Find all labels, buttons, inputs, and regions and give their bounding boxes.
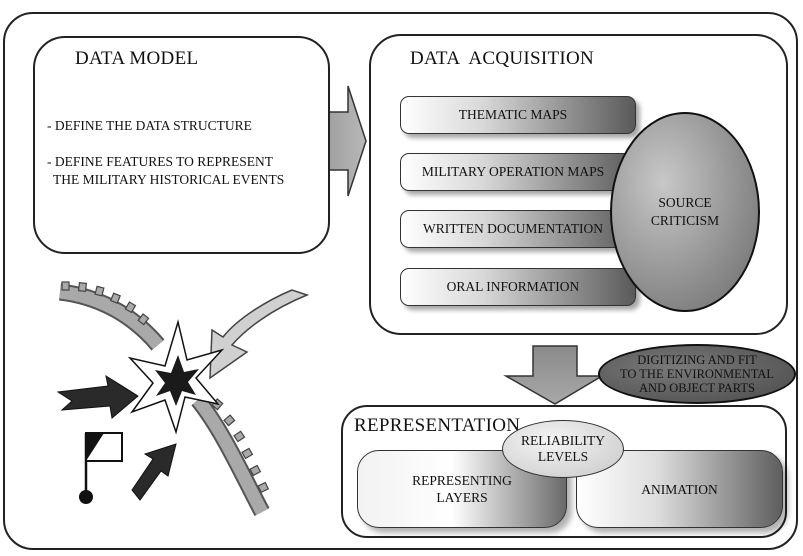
bullet-define-features-cont: THE MILITARY HISTORICAL EVENTS xyxy=(53,172,285,187)
reliability-line2: LEVELS xyxy=(537,449,589,464)
representing-layers-line2: LAYERS xyxy=(436,490,488,505)
representation-title: REPRESENTATION xyxy=(354,415,521,436)
bullet-define-features: - DEFINE FEATURES TO REPRESENT xyxy=(47,154,274,169)
digitizing-line3: AND OBJECT PARTS xyxy=(639,381,755,395)
reliability-levels-ellipse: RELIABILITY LEVELS xyxy=(502,420,624,478)
battle-map-icon xyxy=(56,281,310,516)
flag-icon xyxy=(79,432,123,504)
source-criticism-ellipse: SOURCE CRITICISM xyxy=(610,112,760,312)
source-military-operation-maps: MILITARY OPERATION MAPS xyxy=(400,153,636,191)
digitizing-ellipse: DIGITIZING AND FIT TO THE ENVIRONMENTAL … xyxy=(598,344,796,404)
source-oral-information: ORAL INFORMATION xyxy=(400,268,636,306)
source-criticism-line2: CRITICISM xyxy=(650,213,720,228)
digitizing-line2: TO THE ENVIRONMENTAL xyxy=(619,367,775,381)
arrow-down-icon xyxy=(503,345,605,405)
data-model-panel xyxy=(33,36,330,254)
animation-label: ANIMATION xyxy=(641,481,718,497)
representing-layers-line1: REPRESENTING xyxy=(412,473,512,488)
data-acquisition-title: DATA ACQUISITION xyxy=(410,48,595,69)
source-written-documentation: WRITTEN DOCUMENTATION xyxy=(400,210,636,248)
outer-frame xyxy=(3,12,798,550)
source-criticism-line1: SOURCE xyxy=(658,195,712,210)
data-model-title: DATA MODEL xyxy=(75,48,199,69)
explosion-icon xyxy=(127,319,225,435)
source-thematic-maps: THEMATIC MAPS xyxy=(400,96,636,134)
digitizing-line1: DIGITIZING AND FIT xyxy=(637,353,757,367)
bullet-define-structure: - DEFINE THE DATA STRUCTURE xyxy=(47,118,252,133)
reliability-line1: RELIABILITY xyxy=(521,433,605,448)
